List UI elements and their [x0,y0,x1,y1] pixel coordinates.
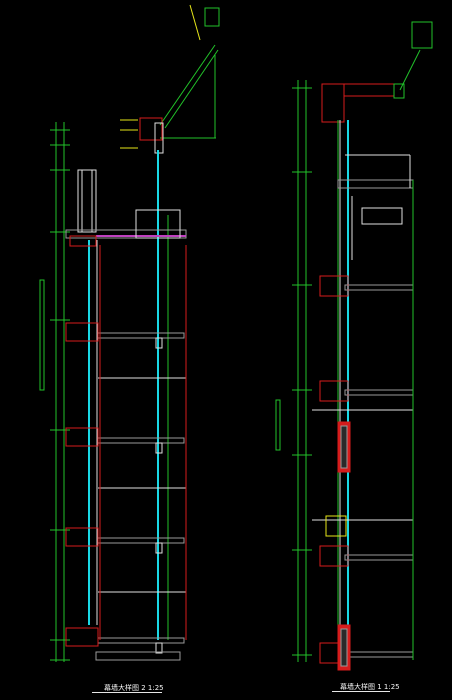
drawing-title-right: 幕墙大样图 1 1:25 [340,683,400,691]
slab-edge-bracket [319,380,349,402]
canopy-box [321,83,345,123]
ground-slab [95,651,181,661]
roof-slab [337,179,414,189]
vertical-note-block [39,279,45,391]
canopy-arm [164,49,219,129]
floor-slab [344,554,414,561]
column-core [340,425,348,469]
title-underline-right [332,691,390,692]
floor-slab [97,537,185,544]
floor-slab [97,437,185,444]
canopy-arm [159,44,216,126]
detail-marker [411,21,433,49]
slab-edge-bracket [65,322,99,342]
canopy-beam [343,83,395,97]
mullion-anchor [155,642,163,654]
parapet-column [77,169,97,233]
roof-upstand [135,209,181,239]
floor-slab [97,332,185,339]
canopy-box [139,117,163,141]
title-underline-left [92,692,162,693]
detail-marker [204,7,220,27]
slab-edge-bracket [65,627,99,647]
slab-edge-bracket [319,275,349,297]
mullion-anchor [155,442,163,454]
leader-line [189,4,201,41]
mullion-anchor [155,337,163,349]
section-elevation-left [39,4,220,662]
floor-slab [344,389,414,396]
annotation-marker [325,515,347,537]
floor-slab [344,651,414,658]
roof-edge-beam [69,235,97,247]
canopy-arm [399,49,421,91]
column-core [340,628,348,667]
section-elevation-right [275,21,433,671]
vertical-note-block [275,399,281,451]
annotation-box [361,207,403,225]
mullion-anchor [155,542,163,554]
slab-edge-bracket [319,545,349,567]
floor-slab [97,637,185,644]
drawing-title-left: 幕墙大样图 2 1:25 [104,684,164,692]
slab-edge-bracket [65,527,99,547]
canopy-end [393,83,405,99]
slab-edge-bracket [65,427,99,447]
roof-slab [65,229,187,239]
floor-slab [344,284,414,291]
